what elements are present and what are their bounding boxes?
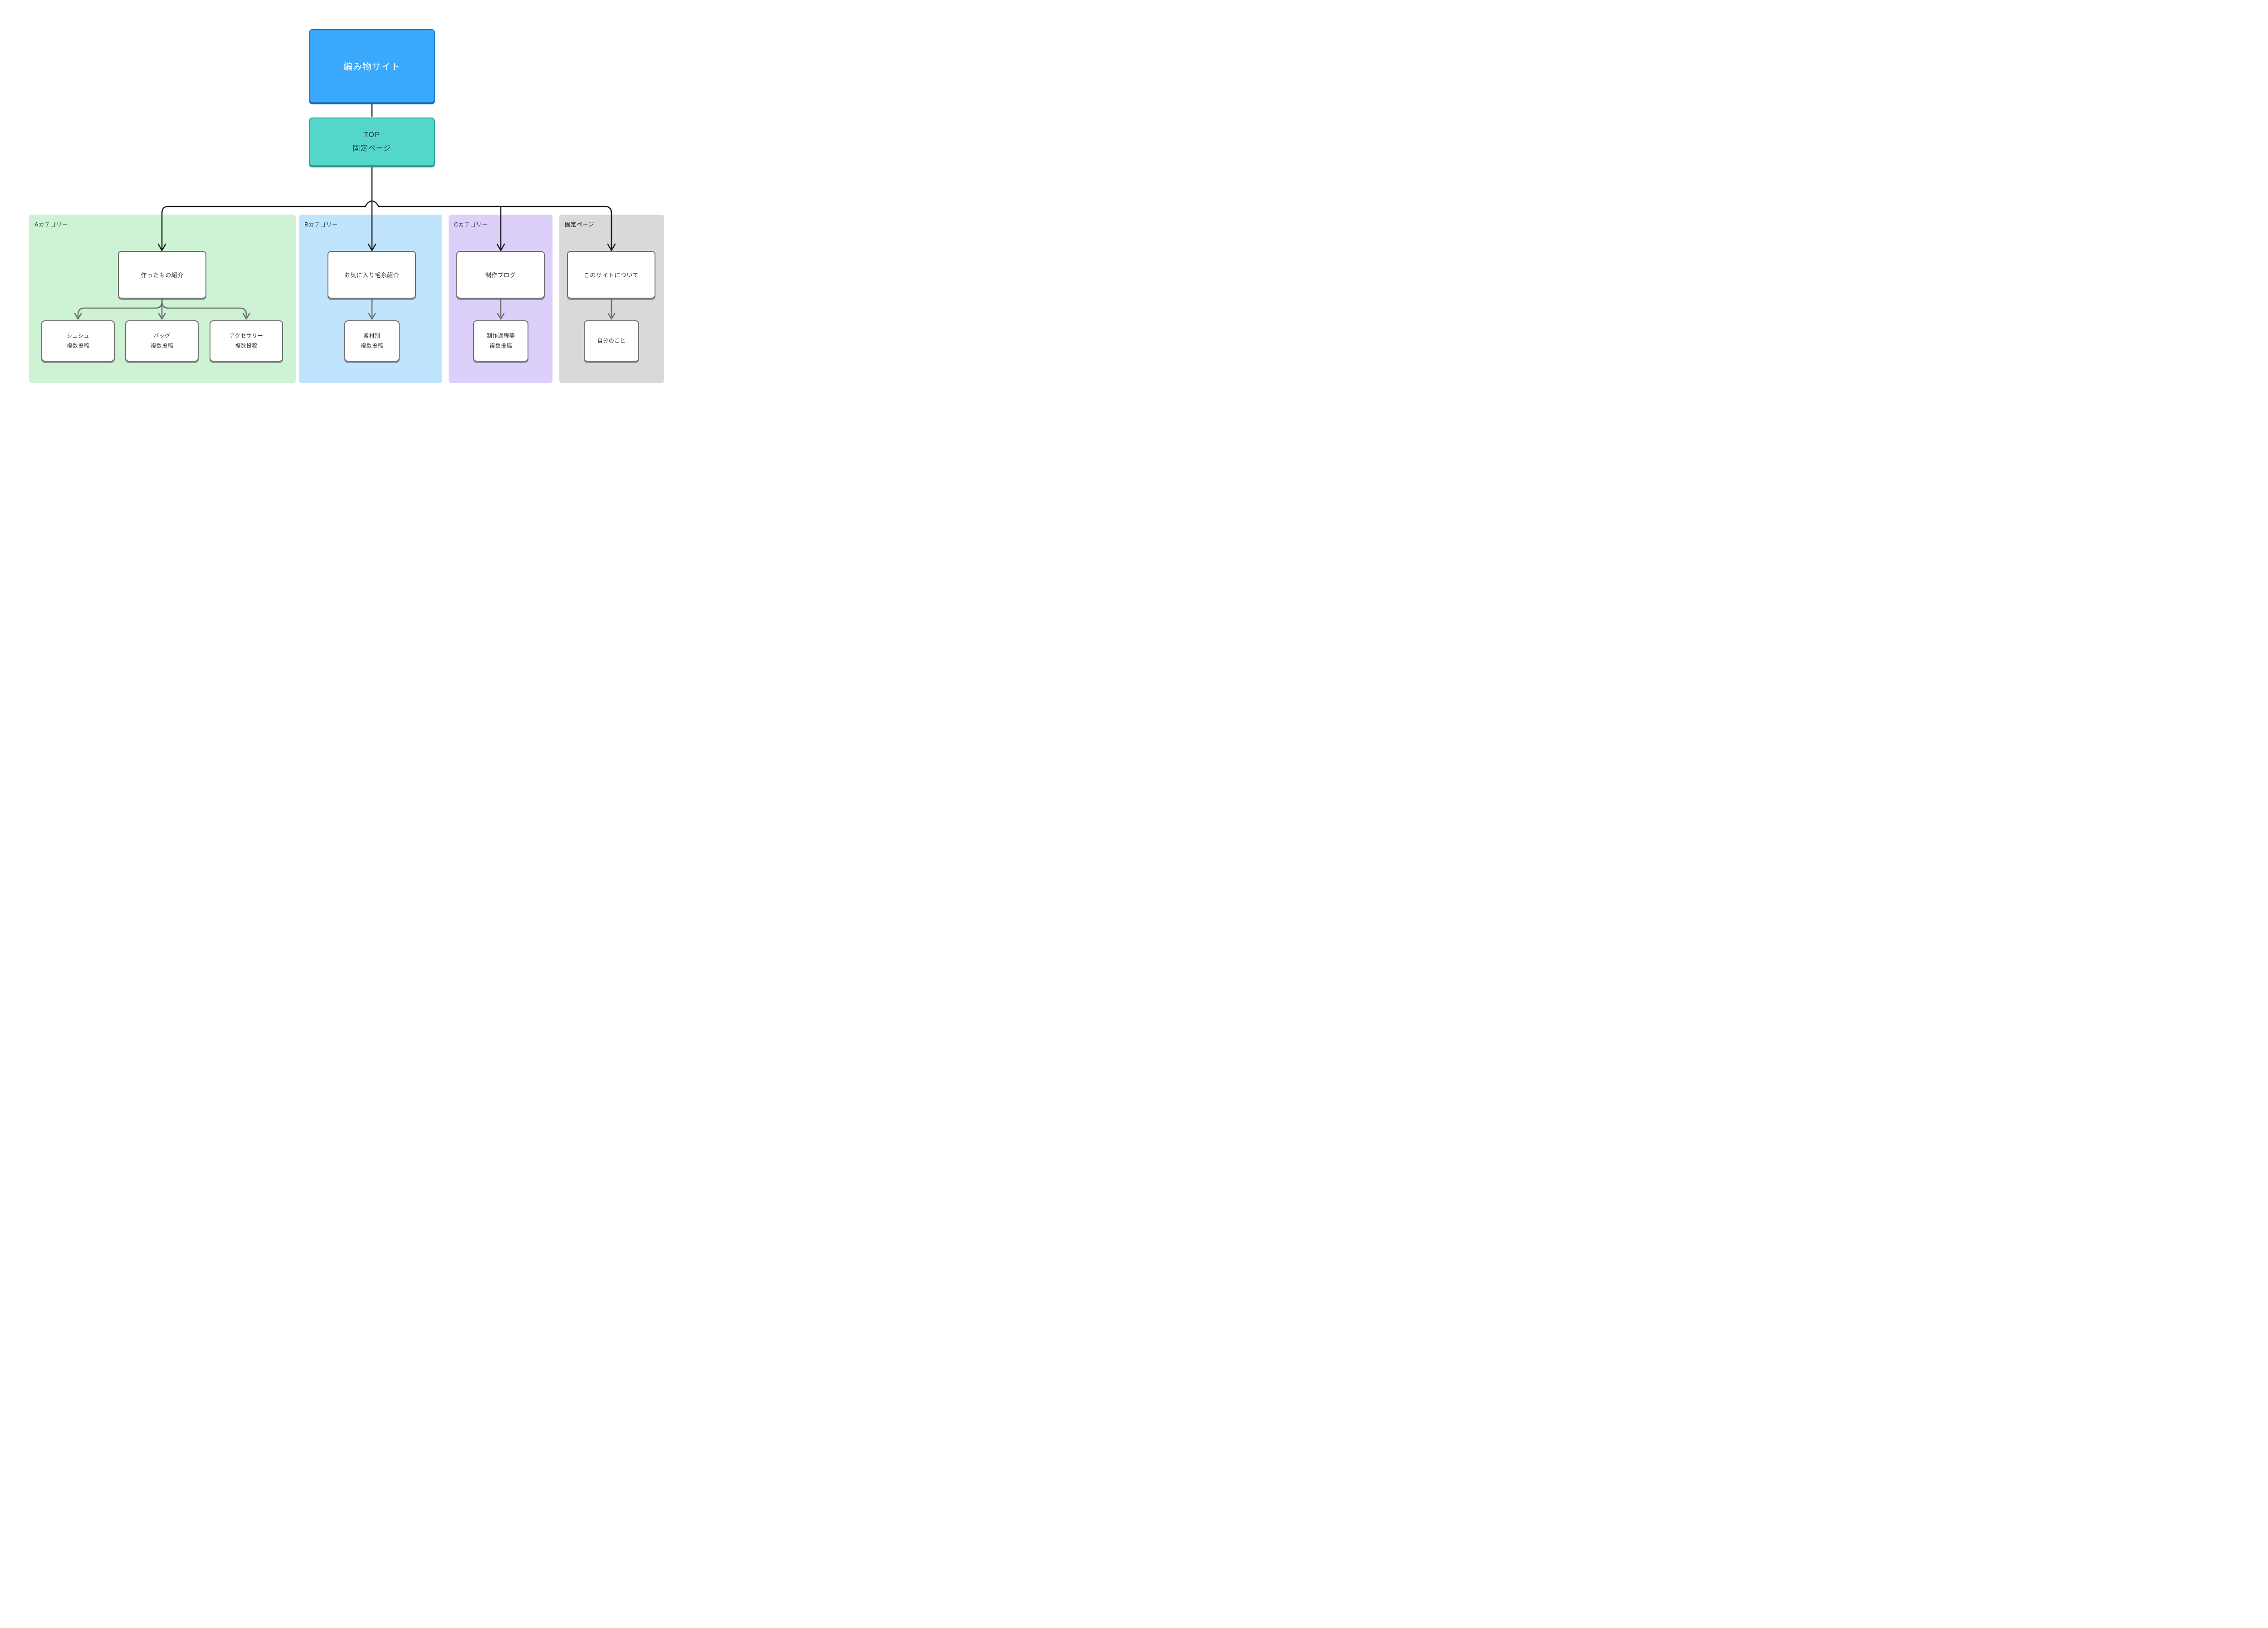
node-site-root-label: 編み物サイト [343,62,401,72]
node-c-header-label: 制作ブログ [485,272,516,279]
node-c-child-1-line2: 複数投稿 [489,342,512,349]
node-site-root[interactable]: 編み物サイト [309,29,435,103]
node-a-child-3-line1: アクセサリー [229,332,264,339]
node-b-header[interactable]: お気に入り毛糸紹介 [327,251,416,299]
node-a-child-3[interactable]: アクセサリー 複数投稿 [210,320,283,362]
node-c-header[interactable]: 制作ブログ [456,251,545,299]
section-label-d: 固定ページ [565,221,594,228]
node-c-child-1[interactable]: 制作過程等 複数投稿 [473,320,528,362]
node-a-child-1[interactable]: シュシュ 複数投稿 [41,320,115,362]
node-a-child-2-line2: 複数投稿 [150,342,173,349]
node-a-child-2-line1: バッグ [153,332,171,339]
node-top-page-line1: TOP [364,131,380,139]
section-label-c: Cカテゴリー [454,221,488,228]
node-a-header[interactable]: 作ったもの紹介 [118,251,206,299]
node-a-child-2[interactable]: バッグ 複数投稿 [125,320,199,362]
sitemap-diagram: Aカテゴリー Bカテゴリー Cカテゴリー 固定ページ [0,0,684,407]
node-c-child-1-line1: 制作過程等 [486,332,515,339]
node-d-header[interactable]: このサイトについて [567,251,655,299]
section-label-a: Aカテゴリー [34,221,68,228]
node-d-child-1-line1: 自分のこと [597,337,626,344]
node-top-page[interactable]: TOP 固定ページ [309,118,435,166]
node-d-header-label: このサイトについて [583,272,639,279]
node-a-child-1-line1: シュシュ [66,332,89,339]
node-a-header-label: 作ったもの紹介 [141,272,184,279]
section-label-b: Bカテゴリー [304,221,338,228]
node-top-page-line2: 固定ページ [352,144,391,152]
node-a-child-3-line2: 複数投稿 [235,342,258,349]
node-b-child-1-line1: 素材別 [363,332,381,339]
node-d-child-1[interactable]: 自分のこと [584,320,639,362]
node-b-child-1-line2: 複数投稿 [360,342,383,349]
node-a-child-1-line2: 複数投稿 [66,342,89,349]
node-b-header-label: お気に入り毛糸紹介 [344,272,400,279]
node-b-child-1[interactable]: 素材別 複数投稿 [344,320,400,362]
